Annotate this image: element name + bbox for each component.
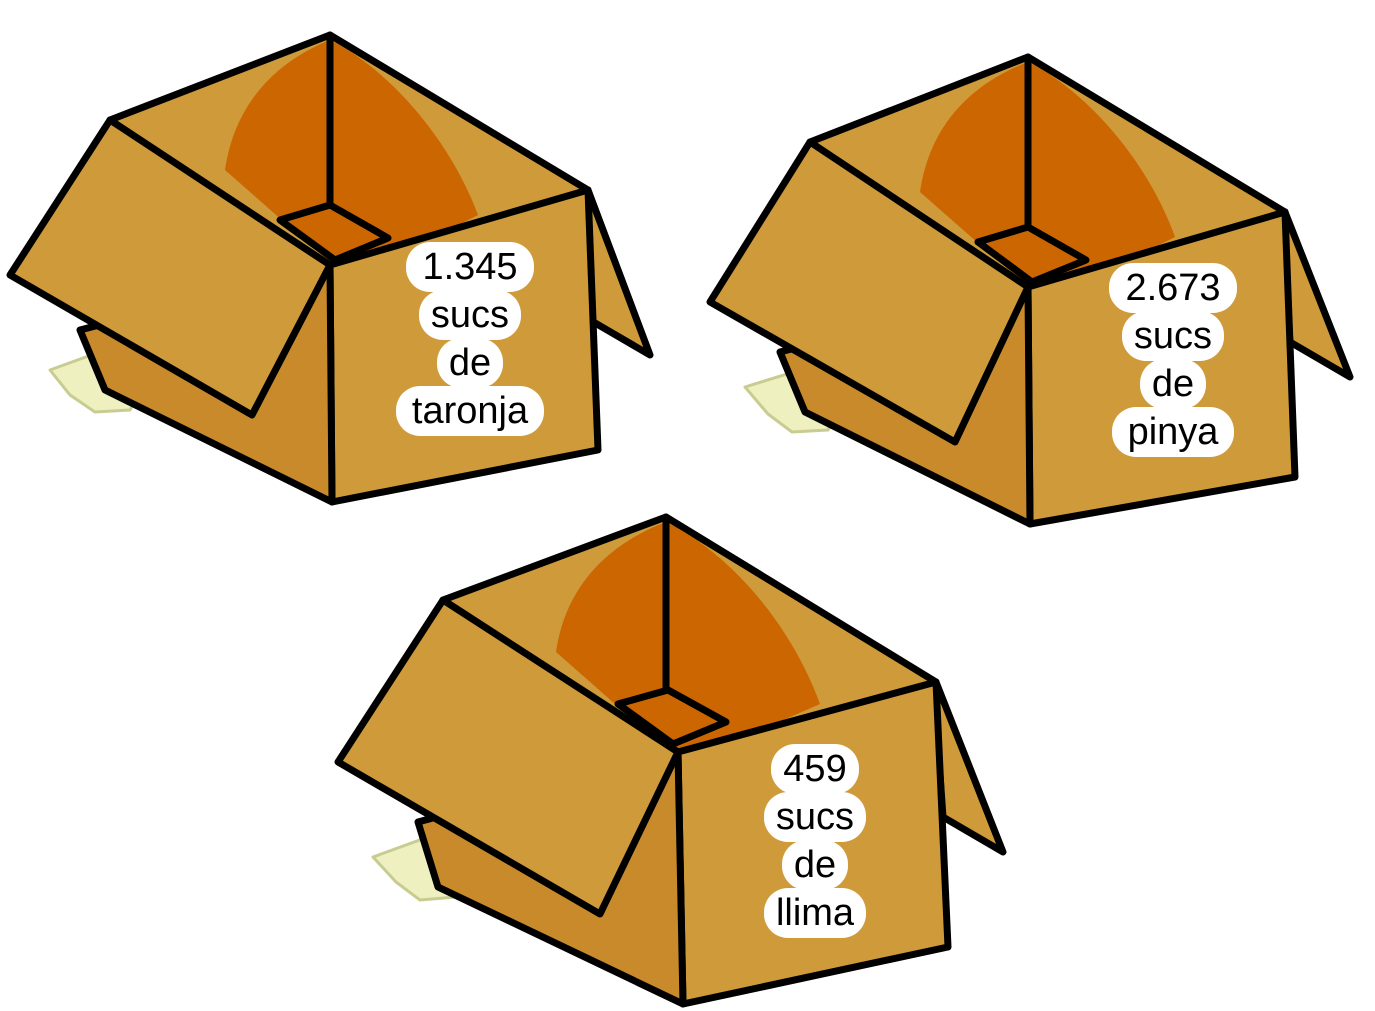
quantity-text: 2.673 (1109, 263, 1237, 313)
quantity-text: 459 (771, 744, 859, 794)
unit-text: sucs (418, 290, 522, 340)
quantity-label: 1.345 sucs de taronja (385, 242, 555, 436)
cardboard-box-icon (6, 31, 654, 506)
fruit-text: pinya (1111, 407, 1235, 457)
quantity-label: 459 sucs de llima (730, 744, 900, 938)
juice-box-lime: 459 sucs de llima (334, 512, 1007, 1008)
juice-box-orange: 1.345 sucs de taronja (6, 30, 670, 520)
quantity-text: 1.345 (406, 242, 534, 292)
quantity-label: 2.673 sucs de pinya (1088, 263, 1258, 457)
cardboard-box-icon (706, 53, 1354, 528)
preposition-text: de (436, 338, 504, 388)
unit-text: sucs (1121, 311, 1225, 361)
juice-box-pineapple: 2.673 sucs de pinya (706, 52, 1370, 542)
unit-text: sucs (763, 792, 867, 842)
preposition-text: de (781, 840, 849, 890)
cardboard-box-icon (334, 513, 1007, 1008)
preposition-text: de (1139, 359, 1207, 409)
fruit-text: taronja (395, 386, 545, 436)
fruit-text: llima (763, 888, 867, 938)
